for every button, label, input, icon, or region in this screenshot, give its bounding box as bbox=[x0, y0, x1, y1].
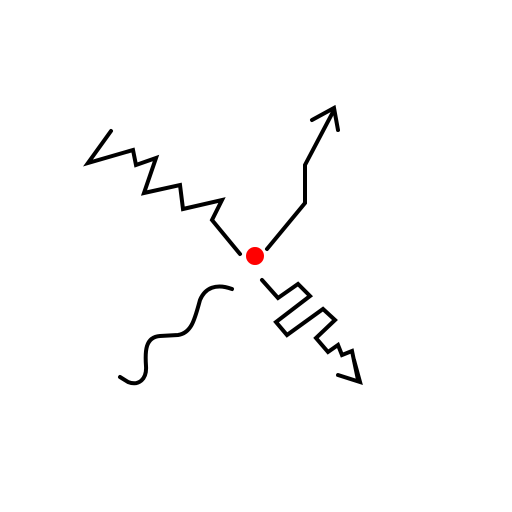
center-dot-marker bbox=[246, 247, 264, 265]
zigzag-spring-stroke bbox=[83, 129, 242, 256]
square-wave-stroke bbox=[260, 278, 360, 382]
wavy-squiggle-stroke bbox=[118, 284, 234, 386]
arrow-line-stroke bbox=[265, 108, 336, 251]
arrowhead-icon bbox=[310, 104, 340, 132]
arrowhead-icon bbox=[336, 358, 363, 386]
